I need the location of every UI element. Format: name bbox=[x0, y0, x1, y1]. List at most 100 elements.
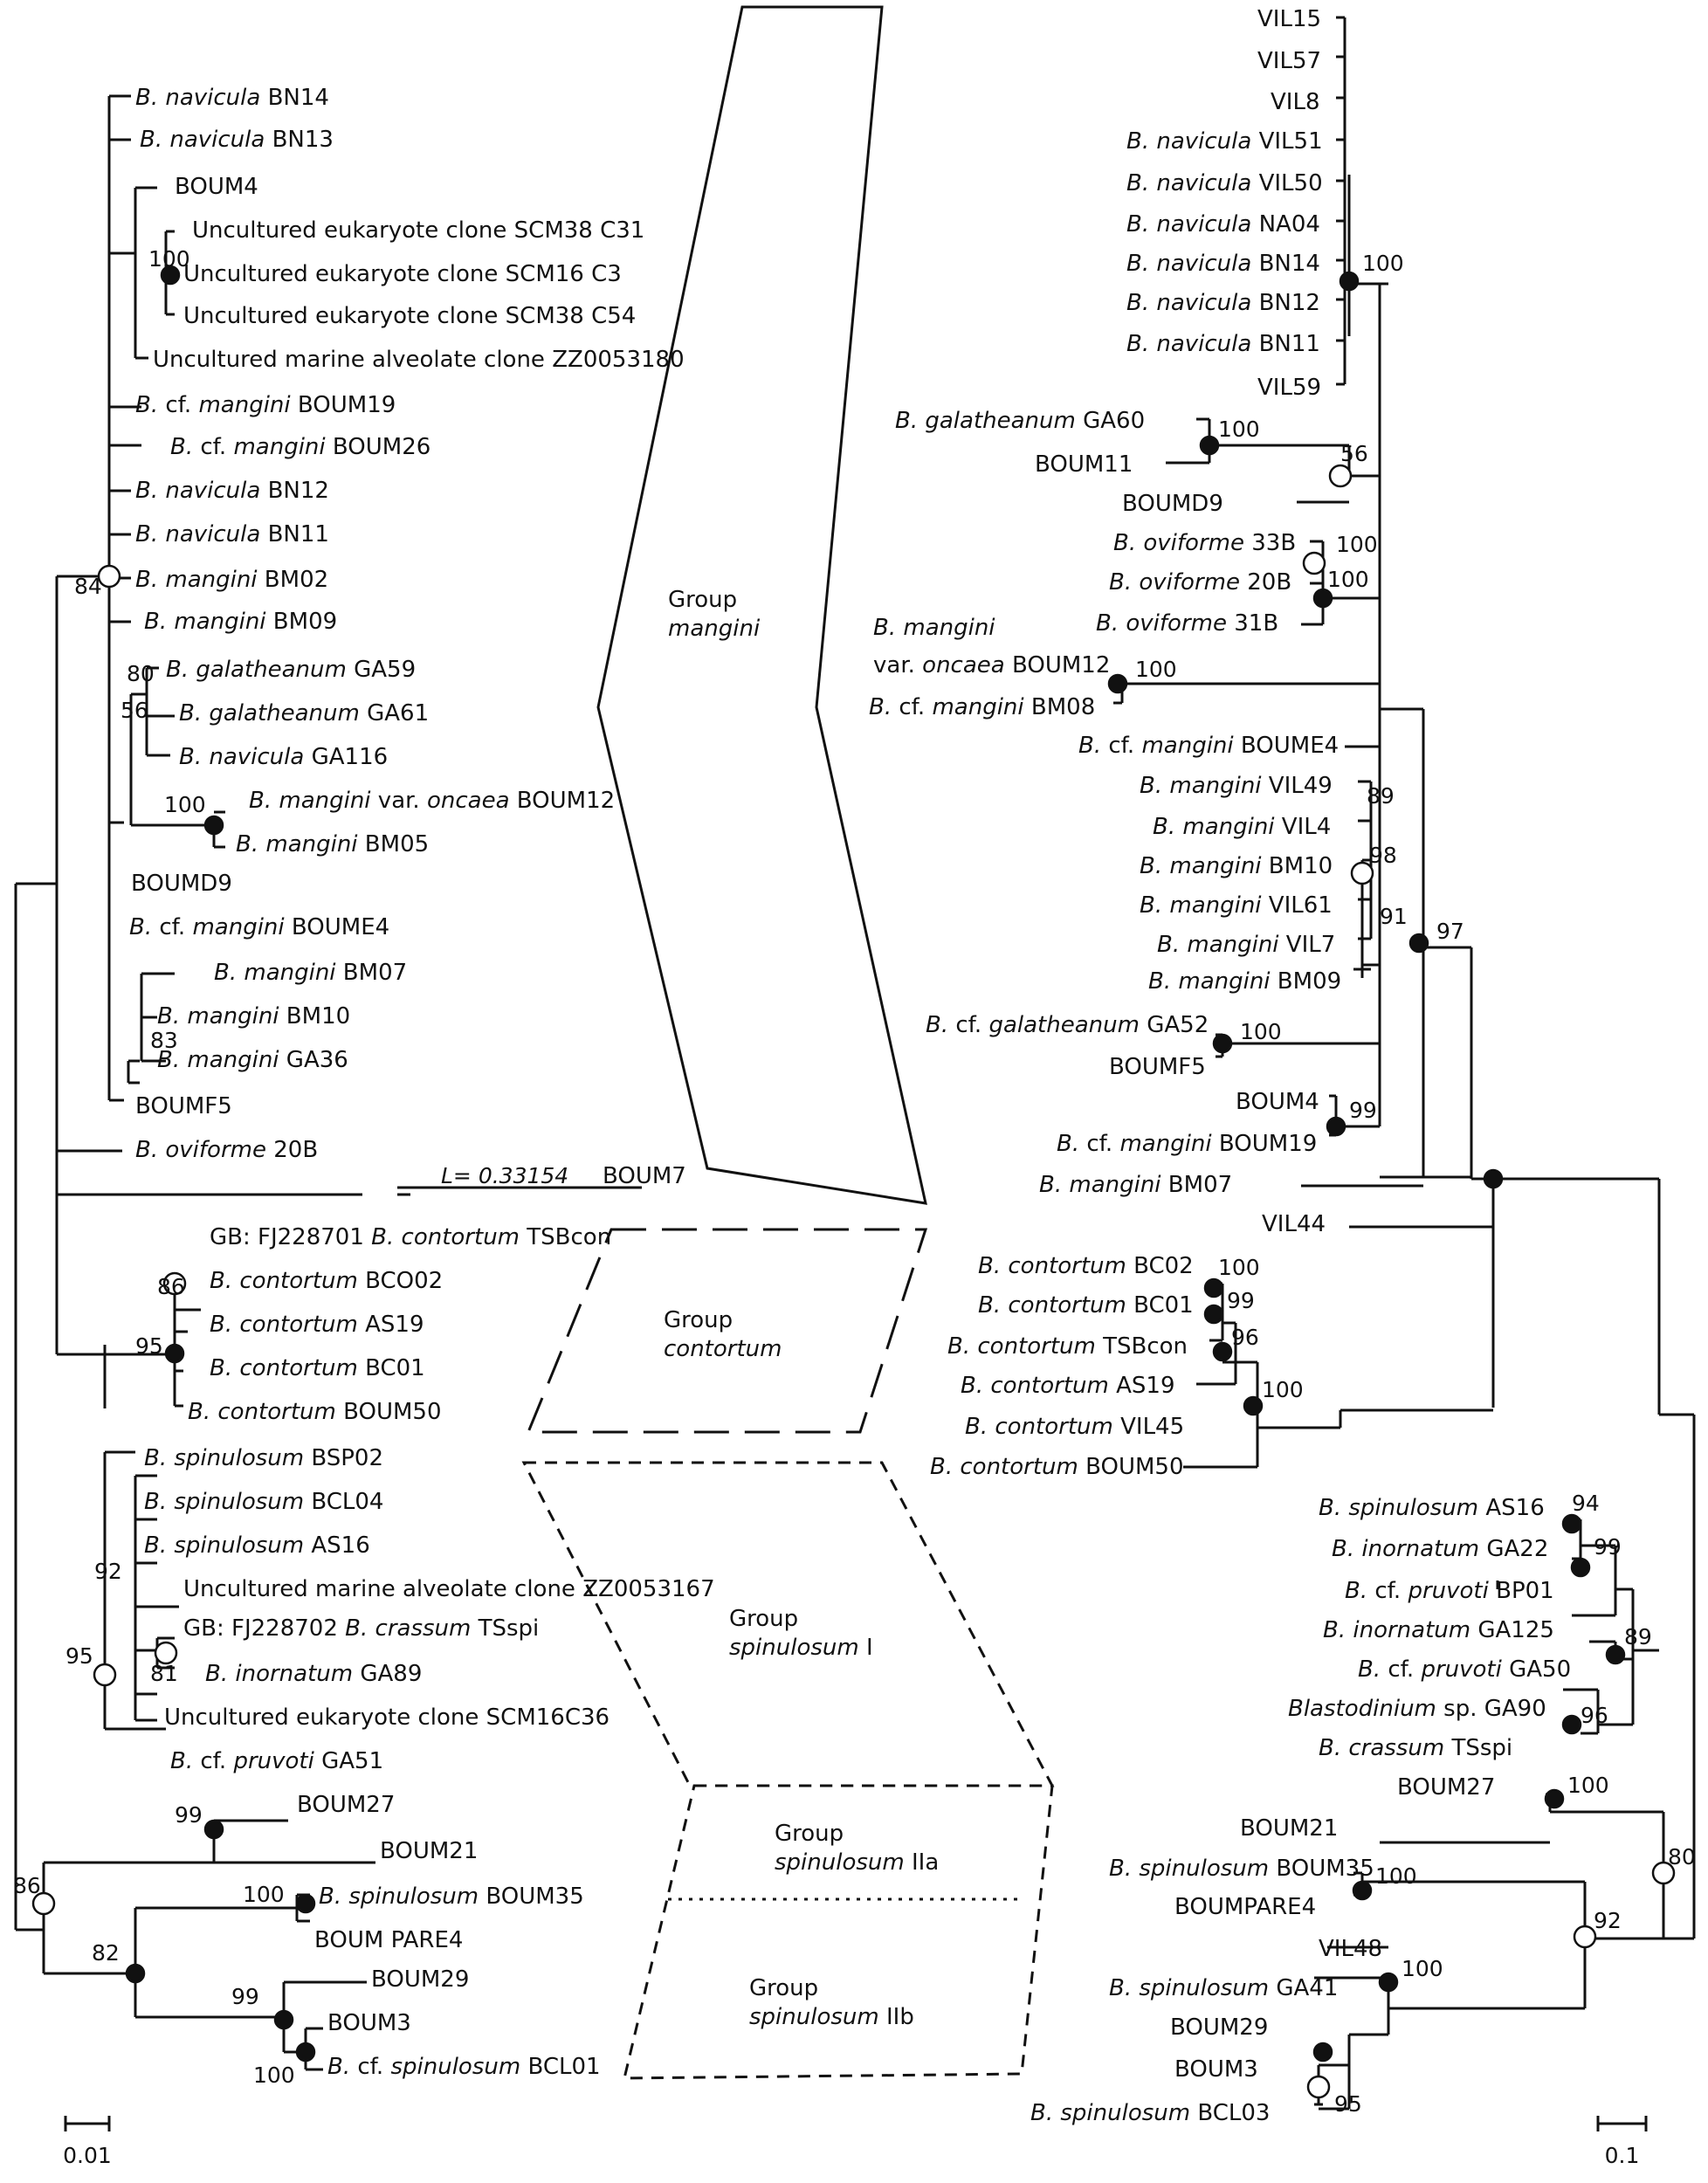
tip-label-part: VIL50 bbox=[1251, 170, 1322, 196]
tip-label: VIL15 bbox=[1257, 6, 1321, 32]
tip-label-part: TSspi bbox=[471, 1615, 539, 1642]
tip-label-part: BCL01 bbox=[520, 2054, 600, 2080]
tip-label-part: cf. bbox=[158, 392, 198, 418]
tip-label-part: mangini bbox=[192, 914, 285, 940]
tip-label: B. navicula VIL50 bbox=[1126, 170, 1323, 196]
support-nodes bbox=[31, 265, 1676, 2099]
tip-label: B. cf. mangini BOUM19 bbox=[1057, 1131, 1317, 1157]
tip-label-part: BOUME4 bbox=[285, 914, 390, 940]
tip-label-part: BOUMD9 bbox=[1122, 491, 1223, 517]
tip-label: B. contortum TSBcon bbox=[947, 1333, 1188, 1360]
group-suffix: IIb bbox=[879, 2004, 914, 2030]
node-open bbox=[162, 1271, 187, 1296]
support-value: 92 bbox=[1594, 1908, 1622, 1933]
tip-label-part: cf. bbox=[1381, 1656, 1421, 1683]
node-filled bbox=[1312, 2042, 1333, 2062]
tip-label-part: B. mangini bbox=[236, 831, 358, 857]
support-value: 100 bbox=[1218, 417, 1260, 442]
support-value: 100 bbox=[1375, 1863, 1417, 1889]
group-name: spinulosum bbox=[749, 2004, 879, 2030]
tip-label: B. spinulosum BOUM35 bbox=[319, 1883, 584, 1910]
tip-label-part: B. contortum bbox=[210, 1268, 358, 1294]
tip-label-part: BOUM19 bbox=[1212, 1131, 1318, 1157]
tip-label-part: B. spinulosum bbox=[1109, 1856, 1269, 1882]
tip-label: B. navicula BN12 bbox=[1126, 290, 1320, 316]
tip-label-part: BCL04 bbox=[304, 1489, 383, 1515]
tip-label: B. navicula BN13 bbox=[140, 127, 334, 153]
tip-label-part: BM02 bbox=[258, 567, 329, 593]
tip-label: B. spinulosum AS16 bbox=[144, 1532, 370, 1559]
group-name: mangini bbox=[668, 616, 761, 642]
tip-label-part: Blastodinium bbox=[1288, 1696, 1436, 1722]
tip-label-part: BOUM27 bbox=[1397, 1774, 1495, 1801]
tip-label-part: BP01 bbox=[1489, 1578, 1554, 1604]
tip-label-part: B. spinulosum bbox=[144, 1489, 304, 1515]
support-value: 98 bbox=[1369, 843, 1397, 868]
support-value: 100 bbox=[1240, 1019, 1282, 1044]
tip-label-part: GA41 bbox=[1269, 1975, 1338, 2001]
tip-label-part: B. navicula bbox=[179, 744, 304, 770]
tip-label-part: Uncultured marine alveolate clone ZZ0053… bbox=[183, 1576, 715, 1602]
tip-label-part: B. oviforme bbox=[1109, 569, 1240, 596]
tip-label-part: BM10 bbox=[279, 1003, 351, 1030]
group-label-word: Group bbox=[664, 1307, 733, 1333]
tip-label: B. spinulosum BCL04 bbox=[144, 1489, 383, 1515]
tip-label: B. mangini BM02 bbox=[135, 567, 328, 593]
tip-label: B. navicula BN12 bbox=[135, 478, 329, 504]
tip-label-part: BM07 bbox=[336, 960, 408, 986]
support-value: 89 bbox=[1367, 783, 1395, 809]
tip-label-part: GA59 bbox=[347, 657, 416, 683]
tip-label: B. spinulosum AS16 bbox=[1319, 1495, 1545, 1521]
tip-label-part: GB: FJ228701 bbox=[210, 1224, 364, 1250]
tip-label-part: cf. bbox=[892, 694, 932, 720]
tip-label: var. oncaea BOUM12 bbox=[873, 652, 1110, 678]
tip-label-part: 20B bbox=[266, 1137, 318, 1163]
node-filled bbox=[295, 1893, 316, 1914]
group-mangini-outline bbox=[596, 5, 927, 1205]
node-filled bbox=[1570, 1557, 1591, 1578]
tip-label: BOUM27 bbox=[1397, 1774, 1495, 1801]
tip-label: BOUM4 bbox=[1236, 1089, 1319, 1115]
support-value: 96 bbox=[1231, 1325, 1259, 1350]
node-filled bbox=[1378, 1972, 1399, 1993]
tip-label-part: B. bbox=[1345, 1578, 1367, 1604]
tip-label: B. navicula NA04 bbox=[1126, 211, 1320, 238]
node-filled bbox=[1339, 271, 1360, 292]
tip-label: B. navicula BN14 bbox=[1126, 251, 1320, 277]
tip-label-part: VIL44 bbox=[1262, 1211, 1326, 1237]
tip-label: B. cf. mangini BOUM26 bbox=[170, 434, 430, 460]
tip-label-part: BSP02 bbox=[304, 1445, 383, 1471]
tip-label-part: B. navicula bbox=[1126, 211, 1251, 238]
tip-label-part: oncaea bbox=[922, 652, 1005, 678]
tip-label-part: BOUM PARE4 bbox=[314, 1927, 463, 1953]
tip-label-part: B. spinulosum bbox=[144, 1532, 304, 1559]
support-value: 82 bbox=[92, 1940, 120, 1966]
tip-label-part: B. mangini bbox=[1148, 968, 1271, 995]
node-filled bbox=[1203, 1304, 1224, 1325]
tip-label: B. inornatum GA125 bbox=[1323, 1617, 1554, 1643]
node-open bbox=[1302, 551, 1326, 575]
tip-label-part: B. navicula bbox=[135, 521, 260, 547]
tip-label: Uncultured eukaryote clone SCM16C36 bbox=[164, 1704, 610, 1731]
tip-label-part: VIL45 bbox=[1113, 1414, 1184, 1440]
tip-label-part: B. galatheanum bbox=[166, 657, 347, 683]
tip-label: B. crassum TSspi bbox=[1319, 1735, 1512, 1761]
tip-label: BOUMD9 bbox=[131, 871, 232, 897]
tip-label-part: 31B bbox=[1227, 610, 1278, 637]
tip-label-part: cf. bbox=[948, 1012, 988, 1038]
support-value: 100 bbox=[1135, 657, 1177, 682]
tip-label-part: BOUME4 bbox=[1234, 733, 1340, 759]
node-filled bbox=[1326, 1116, 1346, 1137]
tip-label-part: BOUM26 bbox=[326, 434, 431, 460]
tip-label-part: VIL48 bbox=[1319, 1936, 1382, 1962]
tip-label-part: BOUM3 bbox=[1174, 2056, 1258, 2083]
tip-label-part: sp. GA90 bbox=[1436, 1696, 1546, 1722]
tip-label: B. mangini var. oncaea BOUM12 bbox=[249, 788, 615, 814]
tip-label-part: BOUM7 bbox=[603, 1163, 686, 1189]
node-open bbox=[1350, 861, 1374, 885]
tip-label-part: B. contortum bbox=[930, 1454, 1078, 1480]
tip-label: B. mangini VIL4 bbox=[1153, 814, 1331, 840]
node-filled bbox=[1199, 435, 1220, 456]
tip-label: B. galatheanum GA60 bbox=[895, 408, 1145, 434]
tip-label-part: BOUM50 bbox=[1078, 1454, 1184, 1480]
